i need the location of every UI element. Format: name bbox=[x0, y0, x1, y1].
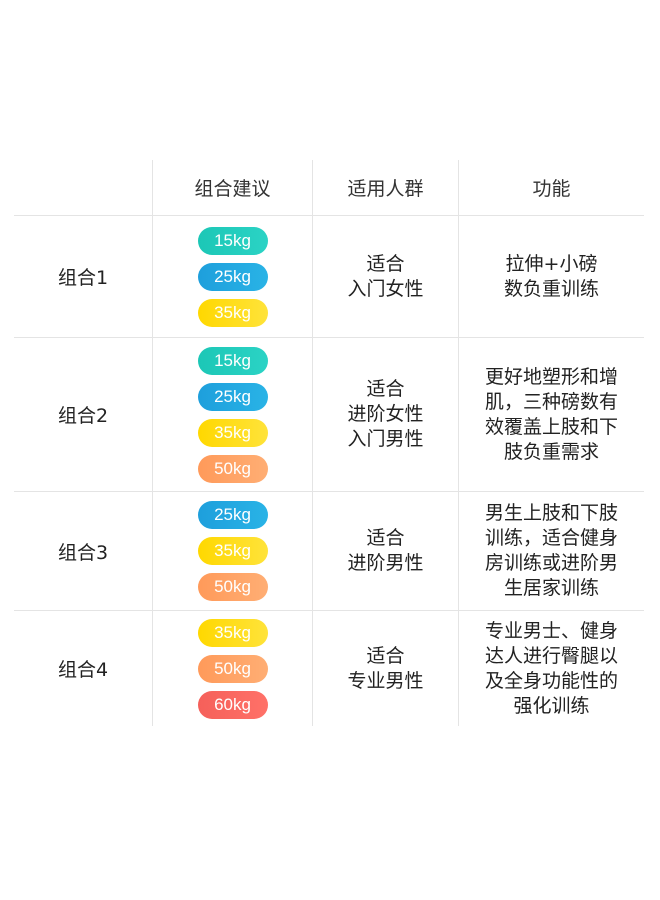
audience-text: 适合 专业男性 bbox=[347, 644, 424, 692]
weight-pills: 15kg 25kg 35kg bbox=[152, 216, 312, 337]
weight-pill-15kg: 15kg bbox=[197, 226, 268, 255]
weight-pill-35kg: 35kg bbox=[197, 618, 268, 647]
weight-pill-15kg: 15kg bbox=[197, 346, 268, 375]
weight-pills: 15kg 25kg 35kg 50kg bbox=[152, 338, 312, 491]
header-combination-suggestion: 组合建议 bbox=[152, 160, 312, 215]
function-text: 拉伸+小磅 数负重训练 bbox=[503, 252, 599, 300]
weight-pill-50kg: 50kg bbox=[197, 654, 268, 683]
weight-pill-25kg: 25kg bbox=[197, 382, 268, 411]
function-cell: 更好地塑形和增 肌，三种磅数有 效覆盖上肢和下 肢负重需求 bbox=[458, 338, 644, 491]
table-row: 组合4 35kg 50kg 60kg 适合 专业男性 专业男士、健身 达人进行臀… bbox=[14, 611, 644, 726]
weight-pill-35kg: 35kg bbox=[197, 537, 268, 565]
header-target-audience: 适用人群 bbox=[312, 160, 458, 215]
group-name: 组合3 bbox=[57, 541, 109, 564]
weight-pill-35kg: 35kg bbox=[197, 298, 268, 327]
weight-pill-50kg: 50kg bbox=[197, 573, 268, 601]
table-header: 组合建议 适用人群 功能 bbox=[14, 160, 644, 216]
function-cell: 拉伸+小磅 数负重训练 bbox=[458, 216, 644, 337]
group-name: 组合4 bbox=[57, 659, 109, 681]
function-text: 更好地塑形和增 肌，三种磅数有 效覆盖上肢和下 肢负重需求 bbox=[484, 365, 618, 463]
weight-pills: 35kg 50kg 60kg bbox=[152, 611, 312, 726]
audience-cell: 适合 进阶女性 入门男性 bbox=[312, 338, 458, 491]
weight-pill-25kg: 25kg bbox=[197, 262, 268, 291]
audience-cell: 适合 入门女性 bbox=[312, 216, 458, 337]
function-cell: 专业男士、健身 达人进行臀腿以 及全身功能性的 强化训练 bbox=[458, 611, 644, 726]
table-row: 组合2 15kg 25kg 35kg 50kg 适合 进阶女性 入门男性 更好地… bbox=[14, 338, 644, 492]
header-empty bbox=[14, 160, 152, 215]
audience-text: 适合 进阶女性 入门男性 bbox=[347, 378, 424, 450]
audience-text: 适合 进阶男性 bbox=[347, 527, 424, 574]
audience-cell: 适合 专业男性 bbox=[312, 611, 458, 726]
table-row: 组合3 25kg 35kg 50kg 适合 进阶男性 男生上肢和下肢 训练，适合… bbox=[14, 492, 644, 611]
weight-pill-60kg: 60kg bbox=[197, 690, 268, 719]
audience-cell: 适合 进阶男性 bbox=[312, 492, 458, 610]
weight-pill-50kg: 50kg bbox=[197, 454, 268, 483]
table-row: 组合1 15kg 25kg 35kg 适合 入门女性 拉伸+小磅 数负重训练 bbox=[14, 216, 644, 338]
weight-pill-25kg: 25kg bbox=[197, 501, 268, 529]
weight-pill-35kg: 35kg bbox=[197, 418, 268, 447]
group-name: 组合1 bbox=[57, 267, 109, 289]
group-name: 组合2 bbox=[57, 405, 109, 427]
combination-table: 组合建议 适用人群 功能 组合1 15kg 25kg 35kg 适合 入门女性 … bbox=[14, 160, 644, 726]
header-function: 功能 bbox=[458, 160, 644, 215]
weight-pills: 25kg 35kg 50kg bbox=[152, 492, 312, 610]
audience-text: 适合 入门女性 bbox=[347, 252, 424, 300]
function-text: 专业男士、健身 达人进行臀腿以 及全身功能性的 强化训练 bbox=[484, 619, 618, 717]
function-text: 男生上肢和下肢 训练，适合健身 房训练或进阶男 生居家训练 bbox=[484, 502, 618, 599]
function-cell: 男生上肢和下肢 训练，适合健身 房训练或进阶男 生居家训练 bbox=[458, 492, 644, 610]
